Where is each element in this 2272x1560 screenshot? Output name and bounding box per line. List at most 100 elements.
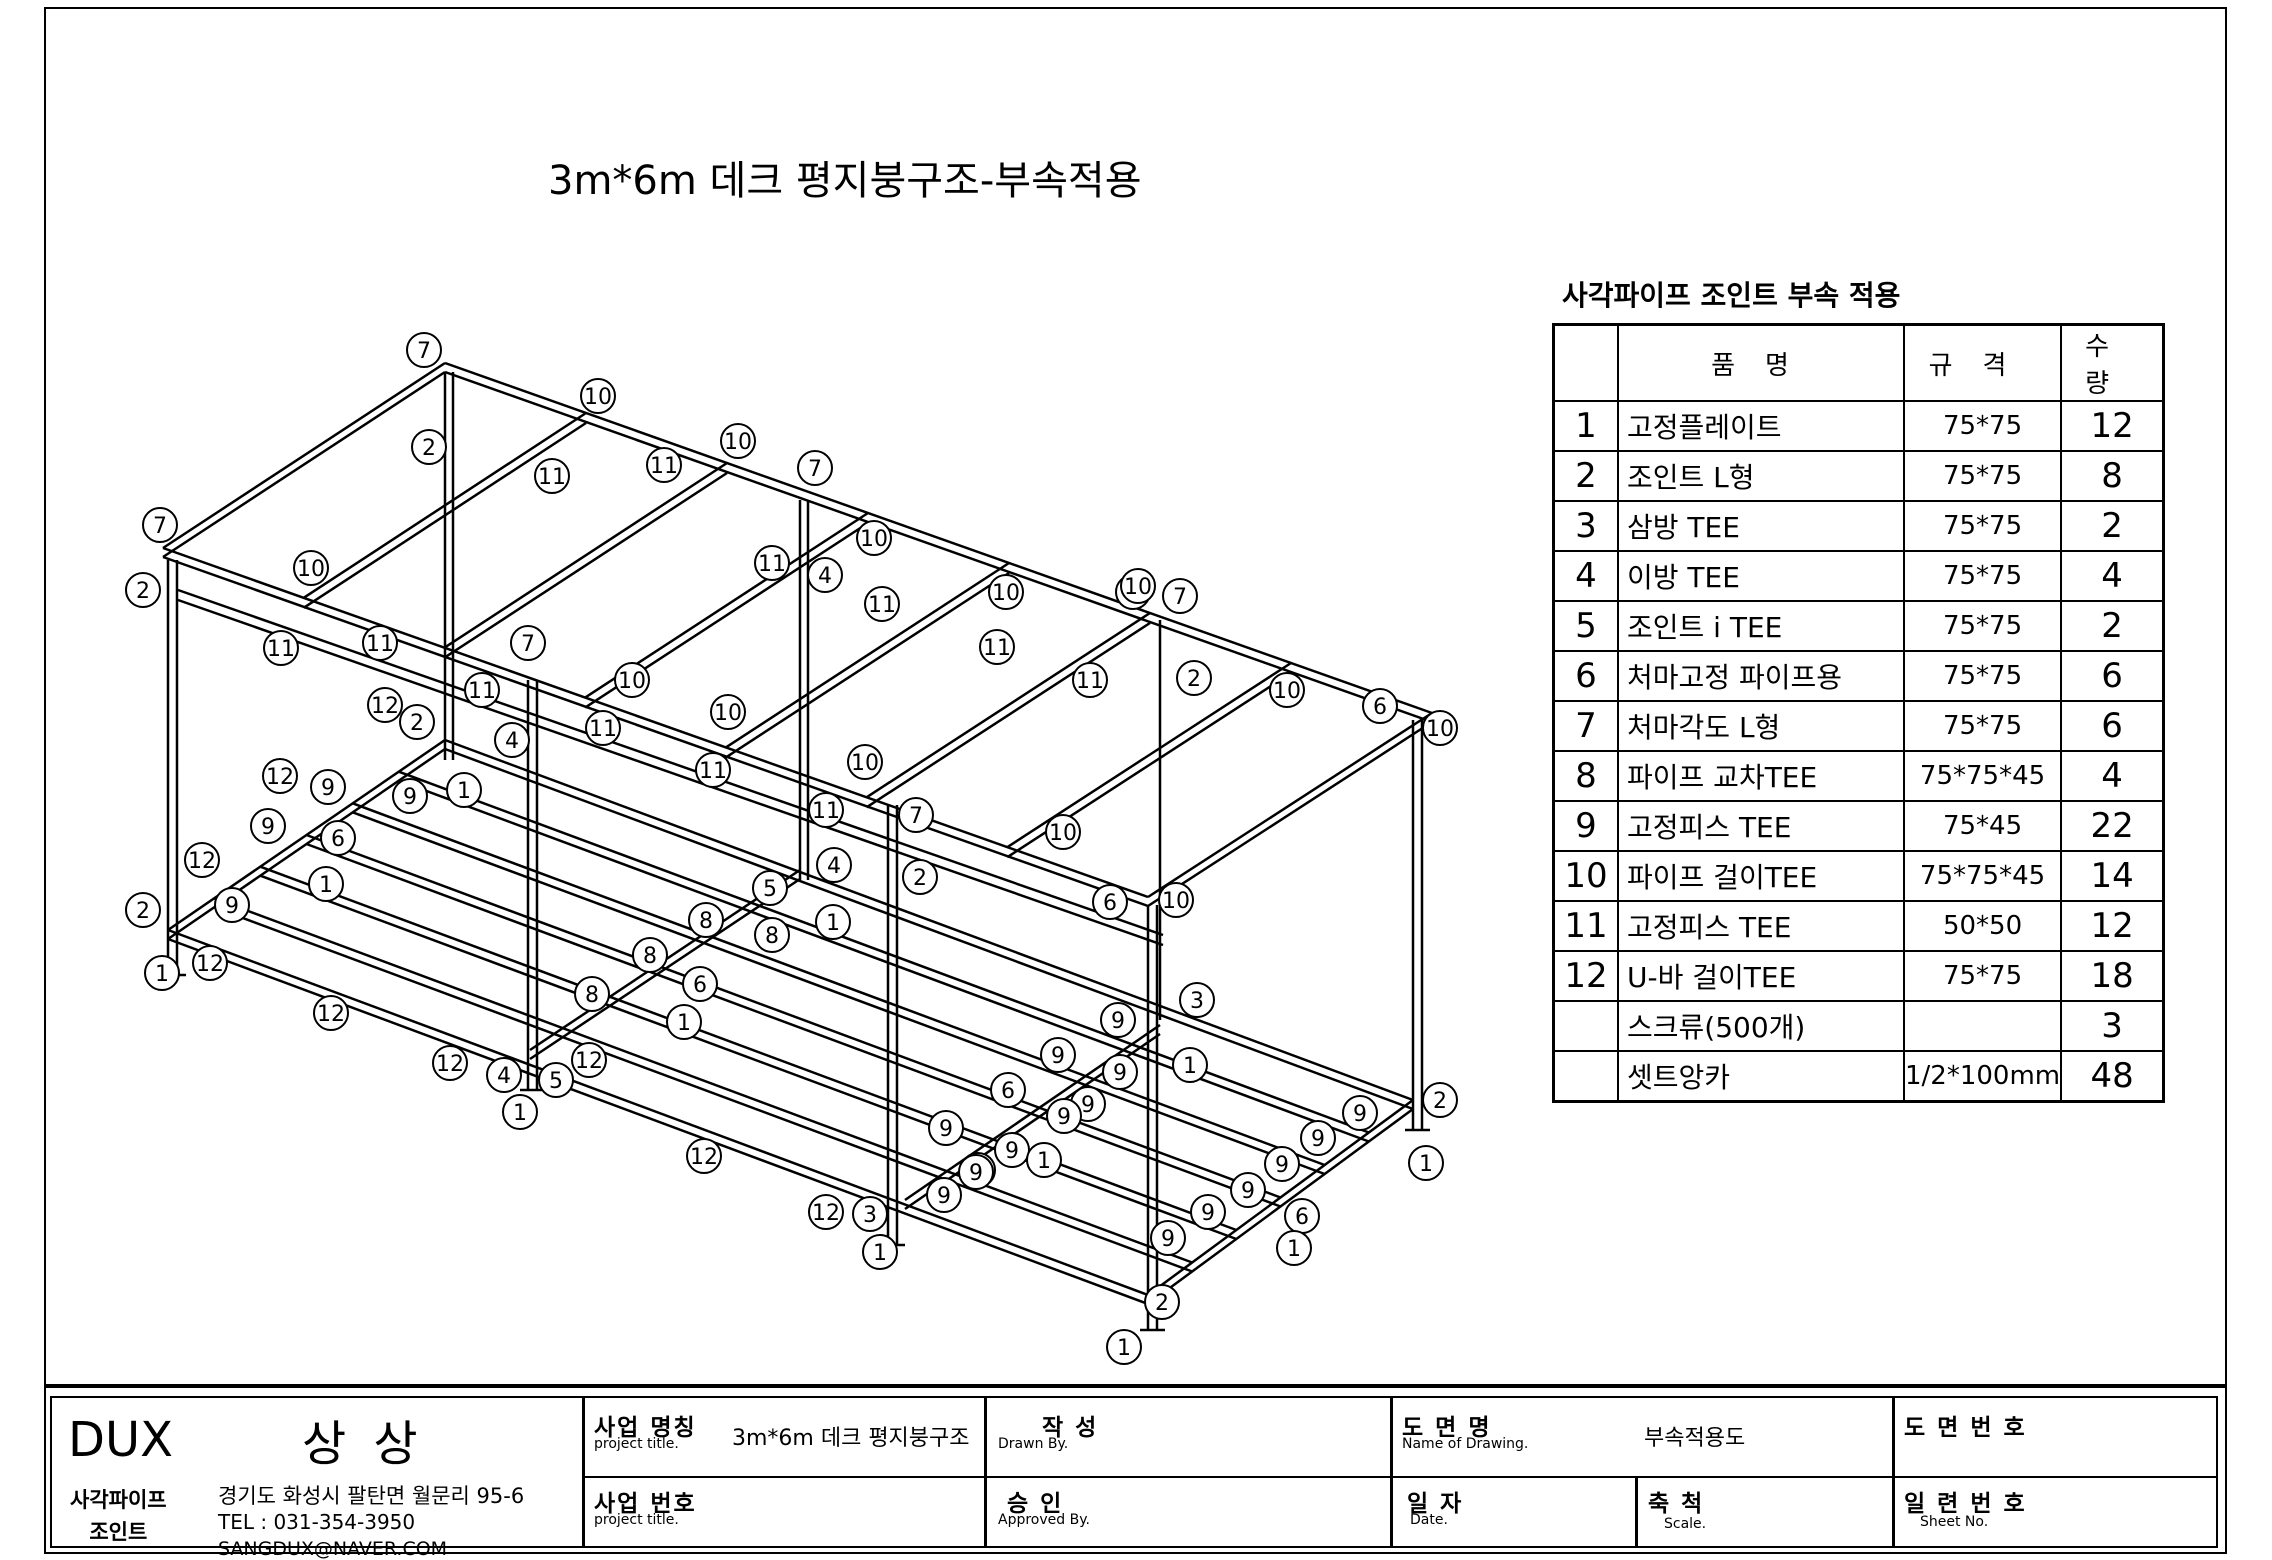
callout-circle <box>392 778 428 814</box>
callout-circle <box>1144 1284 1180 1320</box>
callout-label: 9 <box>939 1117 953 1142</box>
callout-label: 7 <box>153 514 167 539</box>
callout-circle <box>250 808 286 844</box>
sheet-no-sublabel: Sheet No. <box>1920 1514 1989 1530</box>
callout-label: 9 <box>1275 1153 1289 1178</box>
callout-label: 1 <box>1419 1152 1433 1177</box>
frame-member <box>162 555 1149 908</box>
callout-circle <box>1120 568 1156 604</box>
callout-circle <box>1190 1194 1226 1230</box>
callout-circle <box>754 545 790 581</box>
callout-label: 6 <box>693 973 707 998</box>
callout-label: 11 <box>699 759 727 784</box>
callout-circle <box>125 572 161 608</box>
callout-circle <box>862 1234 898 1270</box>
part-name: 고정플레이트 <box>1617 400 1905 452</box>
frame-member <box>162 370 446 559</box>
callout-circle <box>1300 1120 1336 1156</box>
callout-label: 9 <box>1111 1009 1125 1034</box>
callout-circle <box>1408 1145 1444 1181</box>
callout-circle <box>502 1094 538 1130</box>
approved-by-sublabel: Approved By. <box>998 1512 1090 1528</box>
company-email: SANGDUX@NAVER.COM <box>218 1538 448 1560</box>
callout-label: 11 <box>366 632 394 657</box>
callout-label: 10 <box>1162 889 1190 914</box>
part-qty: 22 <box>2060 800 2165 852</box>
callout-label: 9 <box>321 776 335 801</box>
callout-label: 12 <box>436 1052 464 1077</box>
part-number <box>1552 1000 1619 1052</box>
parts-row: 스크류(500개)3 <box>1552 1000 2165 1052</box>
frame-member <box>259 865 1237 1232</box>
callout-circle <box>486 1057 522 1093</box>
frame-member <box>444 738 1414 1102</box>
callout-label: 8 <box>765 924 779 949</box>
part-name: 이방 TEE <box>1617 550 1905 602</box>
frame-member <box>167 937 1149 1306</box>
callout-circle <box>1176 660 1212 696</box>
callout-label: 11 <box>267 637 295 662</box>
callout-circle <box>1102 1054 1138 1090</box>
part-spec: 75*75 <box>1902 400 2063 452</box>
callout-label: 9 <box>261 815 275 840</box>
callout-circle <box>807 557 843 593</box>
frame-member <box>306 833 1281 1199</box>
callout-label: 6 <box>1001 1079 1015 1104</box>
callout-label: 10 <box>1273 679 1301 704</box>
callout-label: 9 <box>1161 1227 1175 1252</box>
callout-label: 9 <box>225 894 239 919</box>
frame-member <box>259 874 1237 1241</box>
part-name: 셋트앙카 <box>1617 1050 1905 1103</box>
frame-member <box>529 877 801 1061</box>
part-name: 파이프 걸이TEE <box>1617 850 1905 902</box>
callout-circle <box>1422 1082 1458 1118</box>
callout-label: 1 <box>873 1241 887 1266</box>
part-spec: 75*75 <box>1902 500 2063 552</box>
callout-circle <box>214 887 250 923</box>
callout-label: 10 <box>1124 575 1152 600</box>
drawn-by-label: 작 성 <box>1042 1415 1099 1441</box>
callout-circle <box>262 758 298 794</box>
project-name-label: 사업 명칭 <box>594 1415 697 1441</box>
part-spec: 75*75 <box>1902 600 2063 652</box>
callout-label: 2 <box>1187 667 1201 692</box>
callout-circle <box>293 550 329 586</box>
callout-label: 7 <box>1173 585 1187 610</box>
frame-member <box>352 811 1326 1176</box>
callout-label: 11 <box>812 799 840 824</box>
callout-label: 12 <box>371 694 399 719</box>
callout-label: 12 <box>690 1145 718 1170</box>
callout-circle <box>754 917 790 953</box>
part-number <box>1552 1050 1619 1103</box>
callout-label: 11 <box>1076 669 1104 694</box>
callout-label: 9 <box>1113 1061 1127 1086</box>
part-number: 6 <box>1552 650 1619 702</box>
callout-circle <box>710 694 746 730</box>
callout-label: 10 <box>860 527 888 552</box>
part-name: U-바 걸이TEE <box>1617 950 1905 1002</box>
callout-circle <box>399 704 435 740</box>
frame-member <box>213 897 1193 1264</box>
callout-circle <box>144 955 180 991</box>
title-block: DUX 상 상 사각파이프 조인트 경기도 화성시 팔탄면 월문리 95-6 T… <box>44 1384 2227 1560</box>
part-number: 12 <box>1552 950 1619 1002</box>
project-name-value: 3m*6m 데크 평지붕구조 <box>732 1426 970 1451</box>
frame-member <box>865 611 1151 799</box>
part-qty: 48 <box>2060 1050 2165 1103</box>
frame-member <box>162 361 446 550</box>
callout-label: 10 <box>1049 821 1077 846</box>
callout-circle <box>1422 710 1458 746</box>
part-number: 9 <box>1552 800 1619 852</box>
callout-circle <box>580 378 616 414</box>
callout-label: 11 <box>650 454 678 479</box>
callout-label: 1 <box>155 962 169 987</box>
frame-member <box>398 779 1370 1143</box>
